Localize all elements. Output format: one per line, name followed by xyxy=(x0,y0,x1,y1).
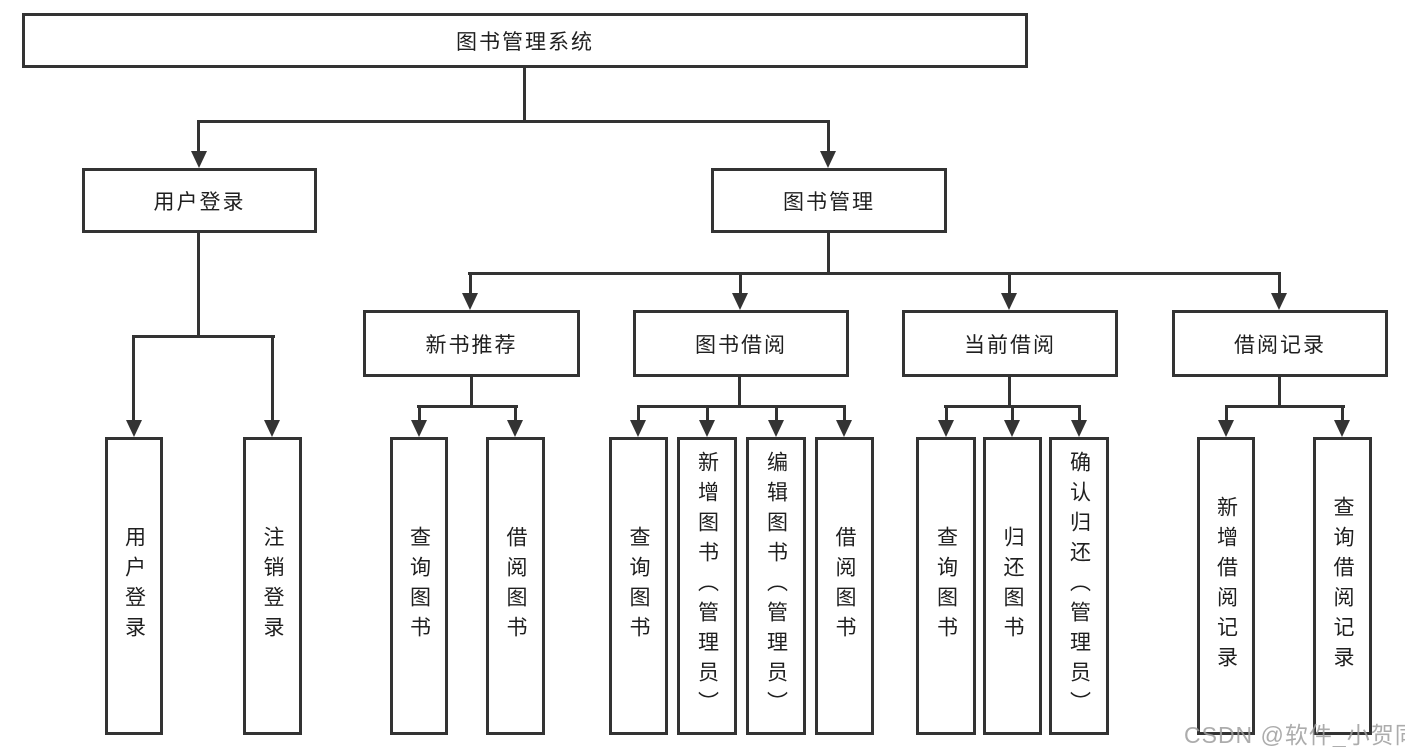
connector-bookborrow-stem xyxy=(738,377,741,407)
leaf-current-confirm-admin: 确认归还（管理员） xyxy=(1049,437,1109,735)
arrowhead-level3 xyxy=(732,293,748,310)
leaf-records-add-label: 新增借阅记录 xyxy=(1214,496,1238,676)
arrowhead-leaf xyxy=(264,420,280,437)
connector-book-mgmt-drop xyxy=(827,120,830,152)
connector-leaf-drop xyxy=(843,405,846,422)
leaf-borrow-add-admin-label: 新增图书（管理员） xyxy=(695,451,719,721)
arrowhead-leaf xyxy=(411,420,427,437)
node-new-book-recommend-label: 新书推荐 xyxy=(425,333,518,357)
leaf-borrow-borrow-label: 借阅图书 xyxy=(833,526,856,646)
leaf-newbooks-borrow: 借阅图书 xyxy=(486,437,545,735)
connector-records-hline xyxy=(1225,405,1345,408)
node-book-management: 图书管理 xyxy=(711,168,947,233)
node-current-borrow: 当前借阅 xyxy=(902,310,1118,377)
connector-leaf-drop xyxy=(1078,405,1081,422)
node-user-login-label: 用户登录 xyxy=(153,190,246,214)
node-borrow-records: 借阅记录 xyxy=(1172,310,1388,377)
arrowhead-user-login xyxy=(191,151,207,168)
connector-currentborrow-stem xyxy=(1008,377,1011,407)
node-book-borrow-label: 图书借阅 xyxy=(695,333,787,357)
connector-newbooks-stem xyxy=(470,377,473,407)
leaf-borrow-edit-admin-label: 编辑图书（管理员） xyxy=(764,451,788,721)
arrowhead-book-mgmt xyxy=(820,151,836,168)
arrowhead-leaf xyxy=(1218,420,1234,437)
leaf-borrow-add-admin: 新增图书（管理员） xyxy=(677,437,737,735)
arrowhead-leaf xyxy=(630,420,646,437)
connector-leaf-drop xyxy=(1225,405,1228,422)
connector-user-login-drop xyxy=(197,120,200,152)
leaf-borrow-query: 查询图书 xyxy=(609,437,668,735)
arrowhead-leaf xyxy=(1004,420,1020,437)
connector-leaf-drop xyxy=(418,405,421,422)
node-borrow-records-label: 借阅记录 xyxy=(1234,333,1326,357)
leaf-current-return-label: 归还图书 xyxy=(1001,526,1024,646)
connector-level3-drop xyxy=(1278,272,1281,295)
arrowhead-leaf xyxy=(507,420,523,437)
connector-user-login-stem xyxy=(197,232,200,337)
leaf-logout: 注销登录 xyxy=(243,437,302,735)
connector-leaf-drop xyxy=(1011,405,1014,422)
connector-level3-drop xyxy=(469,272,472,295)
connector-root-stem xyxy=(523,68,526,121)
leaf-current-query: 查询图书 xyxy=(916,437,976,735)
arrowhead-leaf xyxy=(699,420,715,437)
arrowhead-leaf xyxy=(1071,420,1087,437)
arrowhead-level3 xyxy=(1271,293,1287,310)
connector-level3-hline xyxy=(468,272,1281,275)
leaf-newbooks-query-label: 查询图书 xyxy=(407,526,431,646)
leaf-current-query-label: 查询图书 xyxy=(934,526,958,646)
connector-level3-drop xyxy=(739,272,742,295)
leaf-newbooks-borrow-label: 借阅图书 xyxy=(504,526,527,646)
leaf-logout-label: 注销登录 xyxy=(261,526,284,646)
leaf-records-query: 查询借阅记录 xyxy=(1313,437,1372,735)
arrowhead-leaf xyxy=(1334,420,1350,437)
leaf-borrow-query-label: 查询图书 xyxy=(627,526,650,646)
node-root: 图书管理系统 xyxy=(22,13,1028,68)
leaf-user-login-label: 用户登录 xyxy=(122,526,146,646)
leaf-borrow-edit-admin: 编辑图书（管理员） xyxy=(746,437,806,735)
leaf-borrow-borrow: 借阅图书 xyxy=(815,437,874,735)
connector-leaf-drop xyxy=(945,405,948,422)
leaf-records-add: 新增借阅记录 xyxy=(1197,437,1255,735)
leaf-newbooks-query: 查询图书 xyxy=(390,437,448,735)
leaf-current-return: 归还图书 xyxy=(983,437,1042,735)
node-book-management-label: 图书管理 xyxy=(783,190,875,214)
leaf-records-query-label: 查询借阅记录 xyxy=(1331,496,1354,676)
connector-leaf-drop xyxy=(706,405,709,422)
connector-level2-hline xyxy=(198,120,830,123)
node-user-login: 用户登录 xyxy=(82,168,317,233)
connector-user-login-hline xyxy=(132,335,275,338)
leaf-current-confirm-admin-label: 确认归还（管理员） xyxy=(1067,451,1091,721)
arrowhead-leaf xyxy=(836,420,852,437)
connector-book-mgmt-stem xyxy=(827,232,830,274)
leaf-user-login: 用户登录 xyxy=(105,437,163,735)
connector-newbooks-hline xyxy=(417,405,518,408)
connector-leaf-drop xyxy=(132,335,135,421)
node-book-borrow: 图书借阅 xyxy=(633,310,849,377)
arrowhead-level3 xyxy=(1001,293,1017,310)
arrowhead-level3 xyxy=(462,293,478,310)
node-current-borrow-label: 当前借阅 xyxy=(964,333,1056,357)
connector-leaf-drop xyxy=(514,405,517,422)
arrowhead-leaf xyxy=(938,420,954,437)
node-new-book-recommend: 新书推荐 xyxy=(363,310,580,377)
watermark: CSDN @软件_小贺同学 xyxy=(1184,722,1405,747)
connector-leaf-drop xyxy=(271,335,274,421)
connector-level3-drop xyxy=(1008,272,1011,295)
node-root-label: 图书管理系统 xyxy=(456,30,594,54)
arrowhead-leaf xyxy=(768,420,784,437)
connector-leaf-drop xyxy=(1341,405,1344,422)
arrowhead-leaf xyxy=(126,420,142,437)
connector-records-stem xyxy=(1278,377,1281,407)
connector-leaf-drop xyxy=(775,405,778,422)
connector-leaf-drop xyxy=(637,405,640,422)
connector-bookborrow-hline xyxy=(637,405,846,408)
